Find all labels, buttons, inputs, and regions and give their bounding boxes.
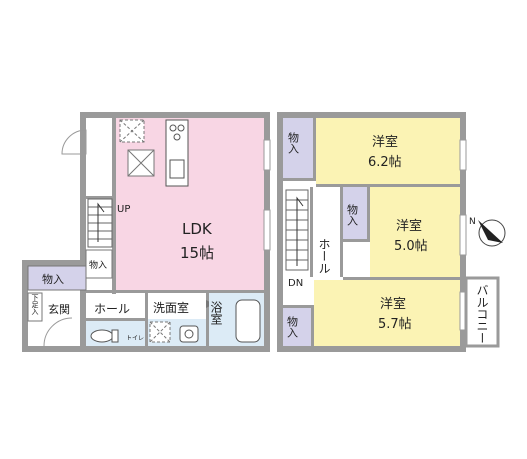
ldk-size: 15帖 xyxy=(180,244,214,262)
storage-2f-1 xyxy=(283,118,313,178)
stair-2f-right-wall xyxy=(310,187,313,277)
stairs-2f-icon xyxy=(285,189,309,271)
shoe-cabinet xyxy=(27,292,43,322)
dn-label: DN xyxy=(288,278,303,289)
balcony xyxy=(464,276,500,348)
storage-entrance-label: 物入 xyxy=(42,272,64,286)
bedroom-1-size: 6.2帖 xyxy=(368,155,402,170)
bedroom-3-size: 5.7帖 xyxy=(378,317,412,332)
hall-wash-partition xyxy=(145,293,148,346)
stove-burner-icon xyxy=(169,124,177,132)
window-icon xyxy=(459,214,467,256)
hall-1f-label: ホール xyxy=(94,302,130,316)
toilet-label: トイレ xyxy=(126,335,144,342)
kitchen-counter-icon xyxy=(165,119,189,187)
entrance-door-swing-icon xyxy=(43,317,73,347)
storage-2f-2-label: 物入 xyxy=(346,203,359,226)
bedroom-1 xyxy=(316,118,460,184)
hall-toilet-partition xyxy=(86,318,145,321)
stove-burner-icon xyxy=(173,133,181,141)
island-cross xyxy=(127,149,155,177)
refrigerator-cross xyxy=(119,119,145,143)
washing-machine-icon xyxy=(149,321,171,343)
ldk-left-partition xyxy=(112,118,116,294)
bedroom-2-bottom-wall xyxy=(343,277,460,280)
entrance-wall-bottom xyxy=(22,346,86,352)
shoe-cabinet-label: 下足入 xyxy=(31,294,39,315)
storage-small-label: 物入 xyxy=(89,259,107,271)
first-floor: UP 物入 LDK 15帖 物入 下足入 玄関 ホール トイレ 洗面室 xyxy=(22,112,271,352)
bedroom-1-bottom-wall xyxy=(316,184,460,187)
bedroom-1-name: 洋室 xyxy=(372,134,398,150)
storage-3-top-wall xyxy=(283,305,313,308)
compass-label: N xyxy=(469,217,476,227)
storage-2f-2 xyxy=(343,187,367,239)
ldk-room xyxy=(116,118,264,290)
second-floor: 物入 洋室 6.2帖 物入 洋室 5.0帖 DN xyxy=(277,112,500,352)
hall-2f-label: ホール xyxy=(317,238,331,274)
toilet-tank-icon xyxy=(111,329,119,343)
bedroom-2-size: 5.0帖 xyxy=(394,239,428,254)
sink-bowl-icon xyxy=(184,329,194,339)
bedroom-2 xyxy=(370,187,460,277)
washroom-label: 洗面室 xyxy=(153,300,189,315)
bathtub-icon xyxy=(235,299,261,343)
entrance-wall-left xyxy=(22,260,28,352)
stove-burner-icon xyxy=(177,124,185,132)
storage-small-1f xyxy=(85,249,113,279)
window-icon xyxy=(263,139,271,171)
window-icon xyxy=(263,209,271,251)
hall-right-wall xyxy=(340,187,343,277)
stair-top-wall xyxy=(86,196,112,199)
bath-label: 浴室 xyxy=(209,301,223,325)
north-arrow-icon xyxy=(478,220,503,243)
bedroom-3 xyxy=(314,280,460,346)
vanity-sink-icon xyxy=(179,325,199,343)
washroom-label-bg xyxy=(148,293,206,319)
ldk-bottom-partition xyxy=(86,290,264,293)
toilet-icon xyxy=(90,329,114,343)
storage-2-right-wall xyxy=(367,187,370,239)
up-label: UP xyxy=(117,204,130,215)
bedroom-3-name: 洋室 xyxy=(380,296,406,312)
storage-1-bottom-wall xyxy=(283,178,316,181)
ldk-name: LDK xyxy=(182,220,213,238)
storage-1-wall xyxy=(313,118,316,178)
balcony-label: バルコニー xyxy=(475,284,489,344)
entrance-wall-top xyxy=(22,260,86,266)
storage-2-bottom-wall xyxy=(343,239,370,242)
compass: N xyxy=(469,217,506,247)
storage-2f-1-label: 物入 xyxy=(287,131,300,154)
wash-bath-partition xyxy=(206,293,209,346)
storage-entrance xyxy=(27,265,87,291)
storage-2f-3 xyxy=(283,308,311,346)
storage-2f-3-label: 物入 xyxy=(286,315,299,338)
bedroom-2-name: 洋室 xyxy=(396,218,422,234)
stairs-icon xyxy=(87,198,113,248)
storage-3-right-wall xyxy=(311,305,314,346)
entrance-label: 玄関 xyxy=(48,302,70,316)
door-swing-icon xyxy=(61,129,87,155)
window-icon xyxy=(459,139,467,171)
kitchen-sink-icon xyxy=(169,159,185,179)
